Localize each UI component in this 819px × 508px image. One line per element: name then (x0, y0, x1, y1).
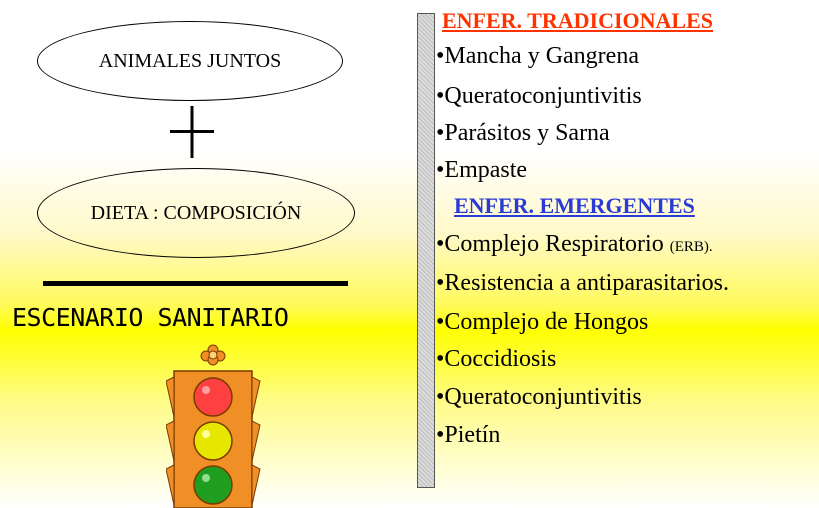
animales-juntos-label: ANIMALES JUNTOS (98, 49, 282, 72)
traditional-heading: ENFER. TRADICIONALES (442, 8, 713, 33)
traffic-light-top-ornament (200, 344, 226, 366)
emerging-item-1-text: •Complejo Respiratorio (436, 231, 664, 257)
emerging-heading: ENFER. EMERGENTES (454, 193, 695, 218)
yellow-light (193, 421, 233, 461)
wing-right-mid (251, 420, 261, 462)
traditional-item-2: •Queratoconjuntivitis (436, 83, 642, 109)
emerging-item-2: •Resistencia a antiparasitarios. (436, 270, 729, 296)
traditional-item-1: •Mancha y Gangrena (436, 43, 639, 69)
wing-right-bottom (251, 464, 261, 506)
erb-note: (ERB). (669, 239, 713, 255)
wing-left-mid (166, 420, 175, 462)
emerging-item-4: •Coccidiosis (436, 346, 557, 372)
wing-right-top (251, 376, 261, 418)
divider-line (43, 281, 348, 286)
dieta-composicion-ellipse: DIETA : COMPOSICIÓN (37, 168, 355, 258)
plus-sign (170, 106, 214, 158)
traditional-item-4: •Empaste (436, 157, 528, 183)
escenario-sanitario-title: ESCENARIO SANITARIO (12, 303, 289, 332)
wing-left-bottom (166, 464, 175, 506)
green-light (193, 465, 233, 505)
wing-left-top (166, 376, 175, 418)
animales-juntos-ellipse: ANIMALES JUNTOS (37, 21, 343, 101)
emerging-item-6: •Pietín (436, 422, 501, 448)
traditional-item-3: •Parásitos y Sarna (436, 120, 610, 146)
traffic-light-icon (166, 344, 261, 508)
emerging-item-1: •Complejo Respiratorio (ERB). (436, 231, 713, 258)
red-light (193, 377, 233, 417)
emerging-item-5: •Queratoconjuntivitis (436, 384, 642, 410)
dieta-composicion-label: DIETA : COMPOSICIÓN (90, 201, 302, 224)
vertical-divider-bar (417, 13, 435, 488)
emerging-item-3: •Complejo de Hongos (436, 309, 649, 335)
